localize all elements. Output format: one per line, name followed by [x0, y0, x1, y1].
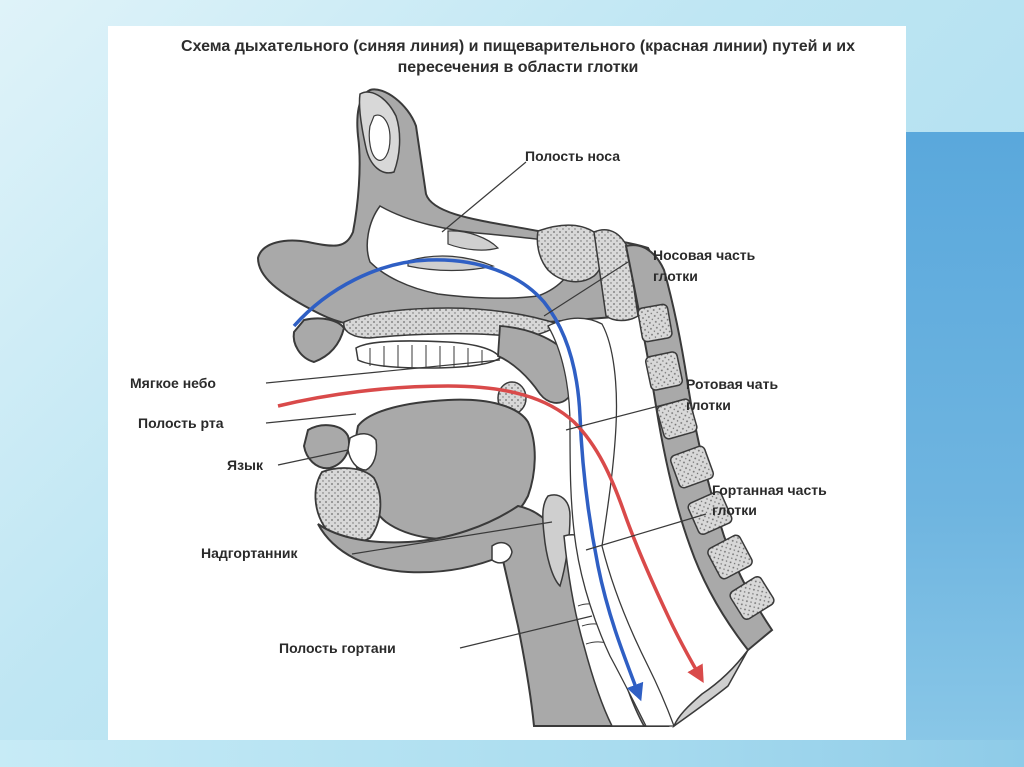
slide-accent-right	[906, 132, 1024, 767]
anatomy-diagram	[256, 88, 775, 729]
label-laryngopharynx-1: Гортанная часть	[712, 482, 827, 498]
foodway-path	[277, 384, 704, 684]
label-oral-cavity: Полость рта	[138, 415, 224, 431]
tongue	[354, 398, 536, 541]
label-nasopharynx-1: Носовая часть	[653, 247, 756, 263]
label-tongue: Язык	[227, 457, 263, 473]
label-laryngopharynx-2: глотки	[712, 502, 757, 518]
label-oropharynx-2: глотки	[686, 397, 731, 413]
mandible	[314, 467, 382, 543]
sphenoid-bone	[536, 224, 604, 283]
label-nasal-cavity: Полость носа	[525, 148, 621, 164]
label-soft-palate: Мягкое небо	[130, 375, 216, 391]
leader-lines	[265, 161, 707, 649]
label-oropharynx-1: Ротовая чать	[686, 376, 779, 392]
soft-palate	[497, 325, 576, 404]
label-epiglottis: Надгортанник	[201, 545, 298, 561]
upper-teeth	[355, 340, 501, 369]
frontal-sinus	[368, 114, 391, 161]
tooth-dividers	[369, 345, 483, 368]
esophagus	[672, 649, 749, 729]
hyoid-bone	[491, 541, 513, 564]
nasal-concha-1	[447, 230, 500, 251]
lower-teeth	[347, 433, 378, 471]
slide-accent-bottom	[0, 740, 1024, 767]
diagram-title: Схема дыхательного (синяя линия) и пищев…	[181, 38, 855, 76]
vertebrae	[637, 303, 775, 620]
upper-lip	[292, 317, 346, 364]
epiglottis	[542, 494, 571, 588]
airway-path	[292, 258, 644, 702]
lower-lip	[302, 424, 350, 470]
label-larynx-cavity: Полость гортани	[279, 640, 396, 656]
label-nasopharynx-2: глотки	[653, 268, 698, 284]
